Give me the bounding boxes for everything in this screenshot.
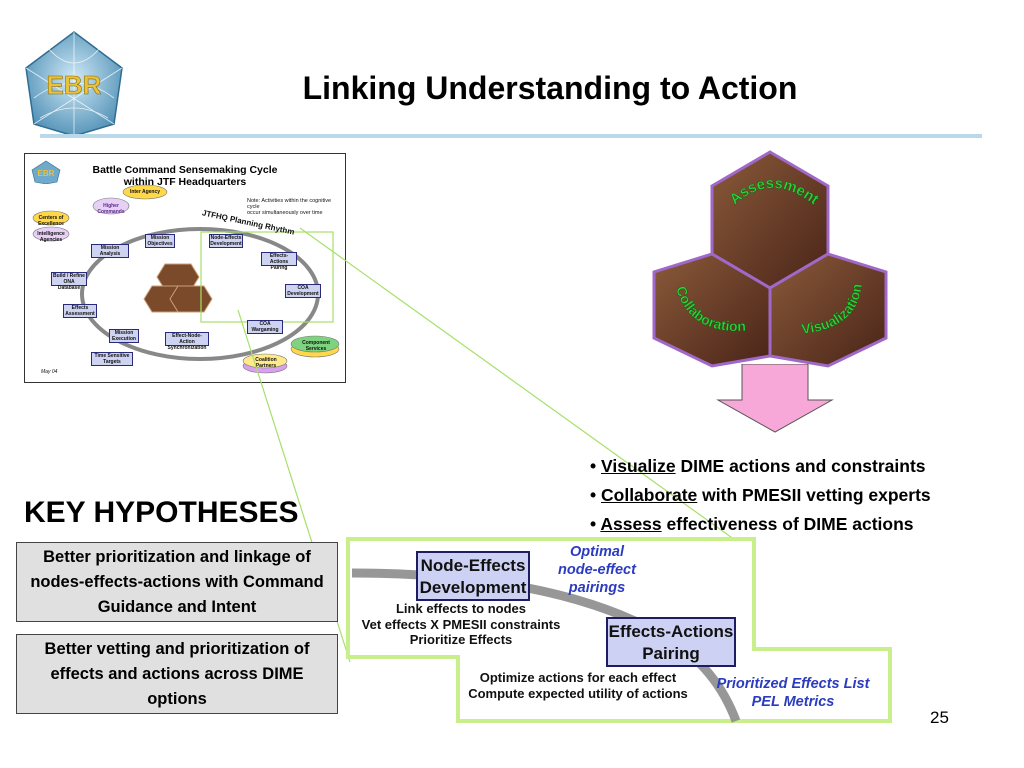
prioritized-effects-label: Prioritized Effects List PEL Metrics [716,676,870,710]
svg-text:EBR: EBR [38,169,55,178]
thumb-logo-icon: EBR [31,160,61,184]
bullet-assess: • Assess effectiveness of DIME actions [590,514,914,534]
sensemaking-cycle-thumbnail: EBR Battle Command Sensemaking Cycle wit… [24,153,346,383]
title-divider [40,134,982,138]
thumb-centers: Centers of Excellence [38,215,64,227]
page-number: 25 [930,708,949,727]
thumb-note: Note: Activities within the cognitive cy… [247,198,332,216]
effects-actions-box: Effects-Actions Pairing [606,617,736,667]
thumb-inter-agency: Inter Agency [129,189,161,195]
thumb-higher-commands: Higher Commands [97,203,125,215]
thumb-coa-development: COA Development [285,284,321,298]
logo-text: EBR [47,70,102,100]
thumb-effects-assessment: Effects Assessment [63,304,97,318]
optimal-pairings-label: Optimal node-effect pairings [558,544,636,596]
thumb-component: Component Services [302,340,330,352]
thumb-effects-actions: Effects-Actions Pairing [261,252,297,271]
thumb-node-effects: Node-Effects Development [209,234,243,248]
thumb-coalition: Coalition Partners [255,357,277,369]
thumb-intelligence: Intelligence Agencies [37,231,65,243]
planning-detail-zoom: Node-Effects Development Optimal node-ef… [346,537,896,723]
hexagon-trio-icon: Assessment Collaboration Visualization [652,150,888,368]
node-effects-tasks: Link effects to nodes Vet effects X PMES… [361,601,561,647]
thumb-title: Battle Command Sensemaking Cycle within … [92,164,278,188]
bullet-collaborate: • Collaborate with PMESII vetting expert… [590,485,931,505]
thumb-coa-wargaming: COA Wargaming [247,320,283,334]
thumb-mission-execution: Mission Execution [109,329,139,343]
key-hypotheses-heading: KEY HYPOTHESES [24,496,299,529]
effects-actions-tasks: Optimize actions for each effect Compute… [468,670,688,701]
thumb-time-sensitive: Time Sensitive Targets [91,352,133,366]
bullet-visualize: • Visualize DIME actions and constraints [590,456,926,476]
thumb-mission-objectives: Mission Objectives [145,234,175,248]
page-title: Linking Understanding to Action [302,70,798,106]
hypothesis-2: Better vetting and prioritization of eff… [16,634,338,714]
thumb-date: May 04 [41,369,58,375]
hypothesis-1: Better prioritization and linkage of nod… [16,542,338,622]
thumb-build-refine: Build / Refine ONA Database [51,272,87,291]
down-arrow-icon [716,364,834,433]
thumb-effect-node-action: Effect-Node-Action Synchronization [165,332,209,351]
ebr-logo: EBR [25,31,123,137]
thumb-mission-analysis: Mission Analysis [91,244,129,258]
bullet-list: • Visualize DIME actions and constraints… [590,452,1010,539]
node-effects-box: Node-Effects Development [416,551,530,601]
